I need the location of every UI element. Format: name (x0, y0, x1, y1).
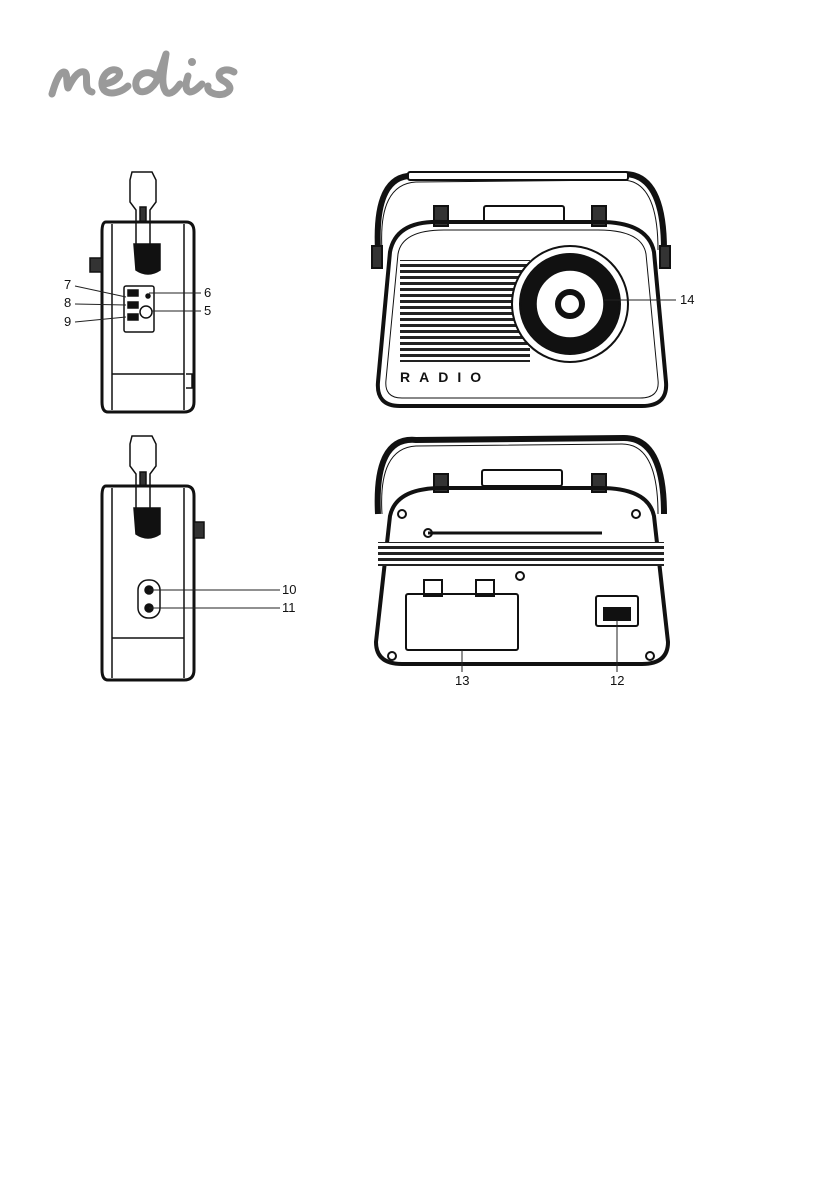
callout-5: 5 (204, 304, 211, 318)
callout-12: 12 (610, 674, 624, 688)
callout-11: 11 (282, 601, 296, 615)
callout-10: 10 (282, 583, 296, 597)
callout-7: 7 (64, 278, 71, 292)
radio-diagram: RADIO (56, 162, 822, 700)
callout-14: 14 (680, 293, 694, 307)
callout-8: 8 (64, 296, 71, 310)
callout-6: 6 (204, 286, 211, 300)
nedis-logo: nedis (48, 50, 284, 108)
back-view (376, 438, 668, 672)
side-view-right (102, 436, 280, 680)
product-figure: RADIO (56, 162, 822, 700)
front-radio-label: RADIO (400, 369, 490, 385)
callout-13: 13 (455, 674, 469, 688)
side-view-left (75, 172, 201, 412)
logo-script-icon (48, 50, 284, 108)
callout-9: 9 (64, 315, 71, 329)
